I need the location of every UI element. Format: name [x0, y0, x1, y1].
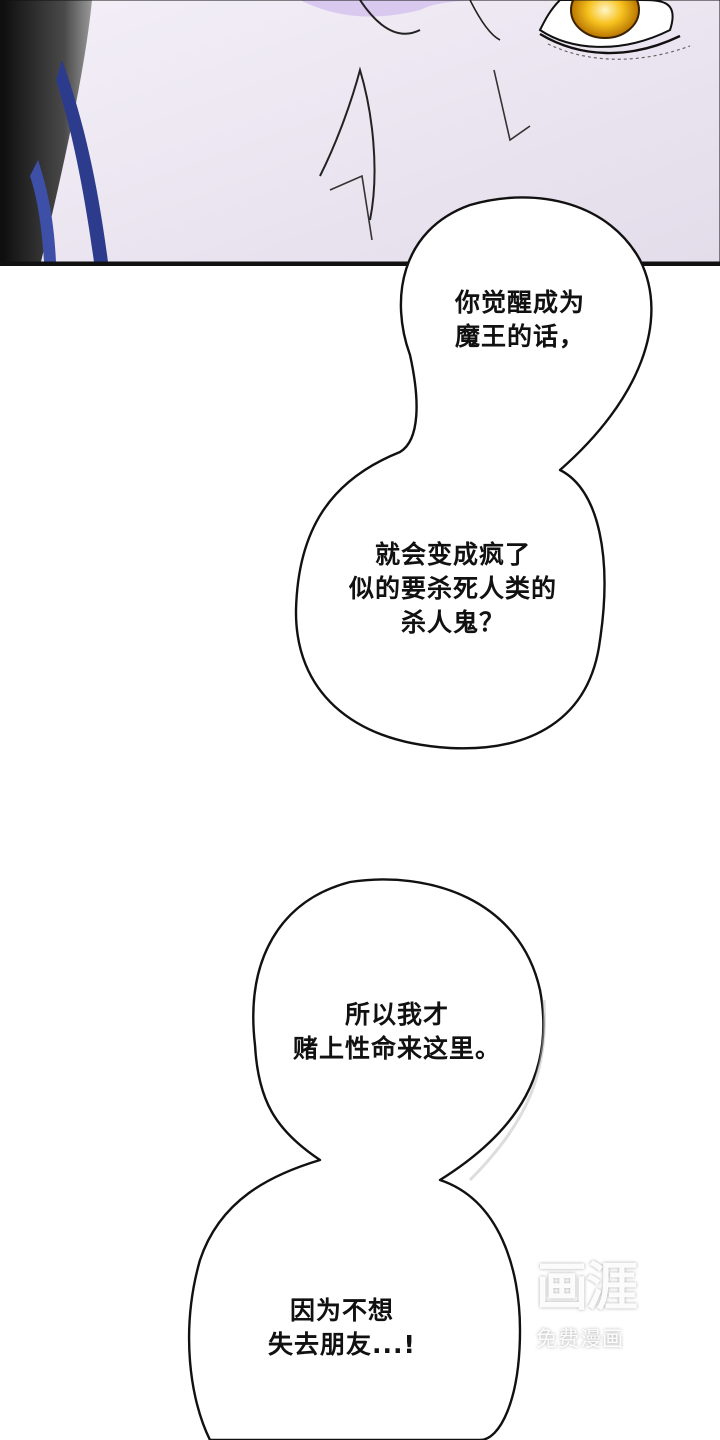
watermark-logo: 画涯 — [536, 1258, 638, 1318]
watermark-subtitle: 免费漫画 — [536, 1327, 624, 1351]
watermark: 画涯 免费漫画 — [536, 1258, 666, 1388]
bubble-3-text: 所以我才 赌上性命来这里。 — [292, 1000, 501, 1063]
bubble-4-text: 因为不想 失去朋友...! — [268, 1296, 416, 1359]
bubble-2-text: 就会变成疯了 似的要杀死人类的 杀人鬼？ — [348, 540, 557, 637]
manga-panel-top — [0, 0, 720, 266]
bubble-1-2-outline — [294, 196, 653, 750]
bubble-3-4-outline — [187, 878, 545, 1440]
character-closeup-art — [0, 0, 720, 266]
bubble-1-text: 你觉醒成为 魔王的话， — [454, 288, 585, 351]
